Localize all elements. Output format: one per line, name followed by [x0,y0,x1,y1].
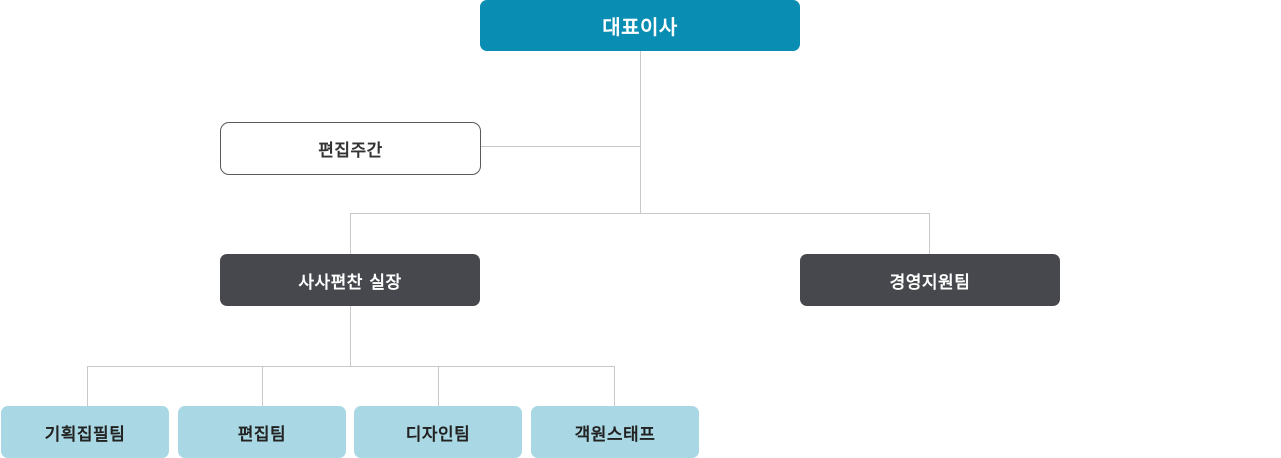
team-label: 디자인팀 [405,424,471,445]
connector-team4-drop [614,366,615,406]
ceo-node: 대표이사 [480,0,800,51]
connector-dept1-drop [350,213,351,254]
design-team-node: 디자인팀 [354,406,522,458]
ceo-label: 대표이사 [602,15,678,39]
department-label: 경영지원팀 [889,272,971,293]
team-label: 기획집필팀 [44,424,126,445]
connector-ceo-trunk [640,51,641,214]
planning-writing-team-node: 기획집필팀 [1,406,169,458]
history-compilation-director-node: 사사편찬 실장 [220,254,480,306]
department-label: 사사편찬 실장 [298,272,402,293]
connector-team2-drop [262,366,263,406]
editing-team-node: 편집팀 [178,406,346,458]
connector-team1-drop [87,366,88,406]
team-label: 편집팀 [237,424,287,445]
connector-team3-drop [438,366,439,406]
team-label: 객원스태프 [574,424,656,445]
management-support-team-node: 경영지원팀 [800,254,1060,306]
guest-staff-node: 객원스태프 [531,406,699,458]
connector-teams-bar [87,366,615,367]
connector-dept1-trunk [350,306,351,367]
connector-editor [481,146,641,147]
editor-in-chief-label: 편집주간 [318,141,383,161]
editor-in-chief-node: 편집주간 [220,122,481,175]
connector-dept2-drop [929,213,930,254]
connector-departments-bar [350,213,930,214]
